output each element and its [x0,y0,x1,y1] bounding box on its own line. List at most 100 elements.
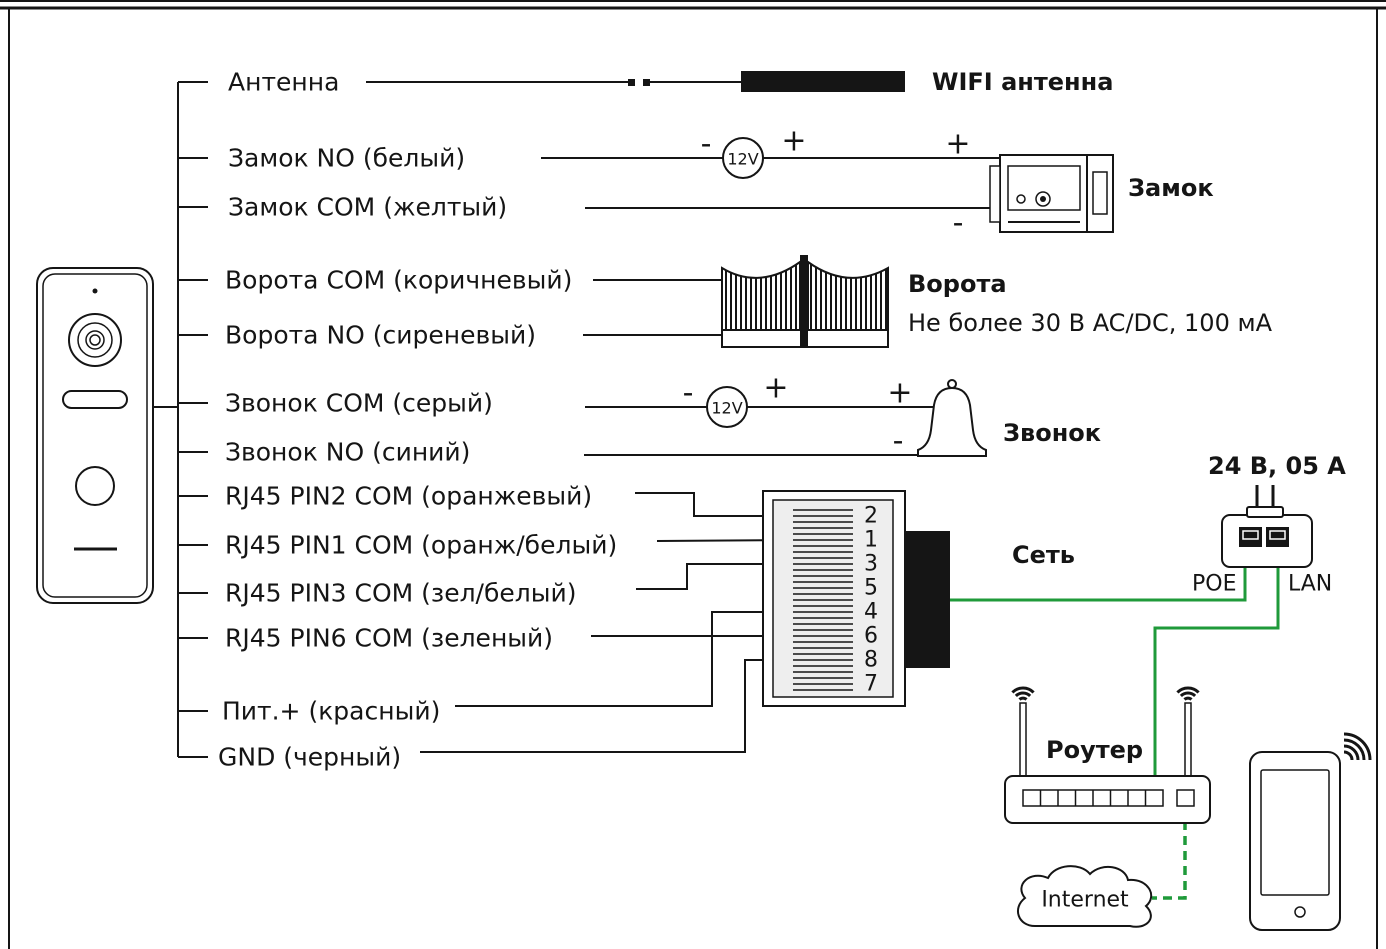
phone-wifi-signal-icon [1343,732,1372,761]
rj45-pin-number: 6 [864,624,878,649]
bell-supply-minus: - [683,376,694,411]
router-label: Роутер [1046,736,1143,764]
lan-port [1266,527,1289,547]
label-lock-com: Замок COM (желтый) [228,193,507,222]
bell-terminal-plus: + [887,376,912,411]
rj45-connector-icon: 2 1 3 5 4 6 8 7 [762,490,950,707]
internet-label: Internet [1041,888,1129,913]
router-antenna-right [1184,702,1192,777]
label-bell-no: Звонок NO (синий) [225,438,470,467]
label-gate-no: Ворота NO (сиреневый) [225,321,536,350]
label-power-plus: Пит.+ (красный) [222,697,440,726]
electric-lock-icon [989,154,1114,233]
wire-harness [153,81,208,758]
label-rj45-pin1: RJ45 PIN1 COM (оранж/белый) [225,531,617,560]
router-wifi-signal-left-icon [1011,686,1035,701]
rj45-contact-lines [793,509,853,691]
router-antenna-left [1019,702,1027,777]
lock-voltage-label: 12V [727,150,758,169]
gate-center-post [800,255,808,347]
network-label: Сеть [1012,541,1075,569]
lock-bolt [989,165,1001,223]
camera-lens-core [89,334,101,346]
bell-connection: 12V - + + - Звонок [584,371,1101,459]
rj45-plug [905,531,950,668]
wifi-antenna-icon [741,71,905,92]
gate-rating-label: Не более 30 В AC/DC, 100 мА [908,309,1273,337]
status-led-icon [92,288,98,294]
gate-left-leaf [721,260,801,331]
gate-right-leaf [807,260,889,331]
bell-supply-plus: + [763,371,788,406]
bell-power-supply-icon [706,386,748,428]
antenna-connector-left [628,79,635,86]
smartphone-icon [1249,732,1372,931]
router-wan-port [1176,789,1195,807]
lock-cylinder-core [1040,196,1046,202]
wifi-antenna-label: WIFI антенна [932,68,1113,96]
power-plus-wire [455,611,793,707]
wire-labels: Антенна Замок NO (белый) Замок COM (желт… [218,68,617,772]
poe-port [1239,527,1262,547]
panel-face [42,273,148,598]
lock-power-supply-icon [722,137,764,179]
router-lan-port-dividers [1039,790,1147,806]
label-bell-com: Звонок COM (серый) [225,389,493,418]
router-wifi-signal-right-icon [1176,686,1200,701]
rj45-pin-number: 2 [864,504,878,529]
lock-supply-minus: - [701,127,712,162]
lan-port-label: LAN [1288,572,1332,597]
cloud-outline [1016,865,1153,928]
network-cabling: Сеть [950,541,1280,900]
lock-connection: 12V - + + - Замок [541,124,1214,241]
poe-injector-plug-base [1246,506,1284,518]
bell-knob [947,379,957,389]
label-gate-com: Ворота COM (коричневый) [225,266,572,295]
speaker-slot [62,390,128,409]
lock-screw [1016,194,1026,204]
harness-branches [178,81,208,758]
lock-label: Замок [1128,174,1214,202]
router-icon: Роутер [1004,686,1211,824]
bell-icon [917,379,987,457]
rj45-pin-number: 3 [864,552,878,577]
wifi-antenna-connection: WIFI антенна [366,68,1113,96]
poe-port-label: POE [1192,572,1236,597]
label-rj45-pin3: RJ45 PIN3 COM (зел/белый) [225,579,577,608]
phone-screen [1260,769,1330,896]
bell-body [917,386,987,457]
rj45-pin-number: 4 [864,600,878,625]
rj45-pin2-wire [635,492,793,517]
bell-terminal-minus: - [893,424,904,459]
intercom-panel [36,267,154,604]
label-lock-no: Замок NO (белый) [228,144,465,173]
frame-top-rule [0,0,1386,2]
lock-terminal-minus: - [953,206,964,241]
rj45-pin-number: 1 [864,528,878,553]
gate-icon [721,255,889,348]
rj45-pin-number: 8 [864,648,878,673]
internet-uplink-cable [1152,806,1187,900]
rj45-contact-field [772,499,894,698]
bell-label: Звонок [1003,419,1101,447]
rj45-pin-number: 5 [864,576,878,601]
internet-cloud-icon: Internet [1016,865,1153,928]
label-rj45-pin2: RJ45 PIN2 COM (оранжевый) [225,482,592,511]
label-gnd: GND (черный) [218,743,401,772]
phone-home-button [1294,906,1306,918]
lock-terminal-plus: + [945,127,970,162]
lock-supply-plus: + [781,124,806,159]
poe-port-contacts [1242,530,1259,540]
lock-strike-opening [1092,171,1108,215]
bell-voltage-label: 12V [711,399,742,418]
gate-label: Ворота [908,270,1007,298]
label-antenna: Антенна [228,68,339,97]
call-button-icon [75,466,115,506]
lan-port-contacts [1269,530,1286,540]
rj45-pin3-wire [636,563,793,590]
lan-cable-to-router [1153,548,1280,790]
label-rj45-pin6: RJ45 PIN6 COM (зеленый) [225,624,553,653]
rj45-pin-number: 7 [864,672,878,697]
poe-injector-icon: 24 В, 05 А POE LAN [1192,452,1346,597]
